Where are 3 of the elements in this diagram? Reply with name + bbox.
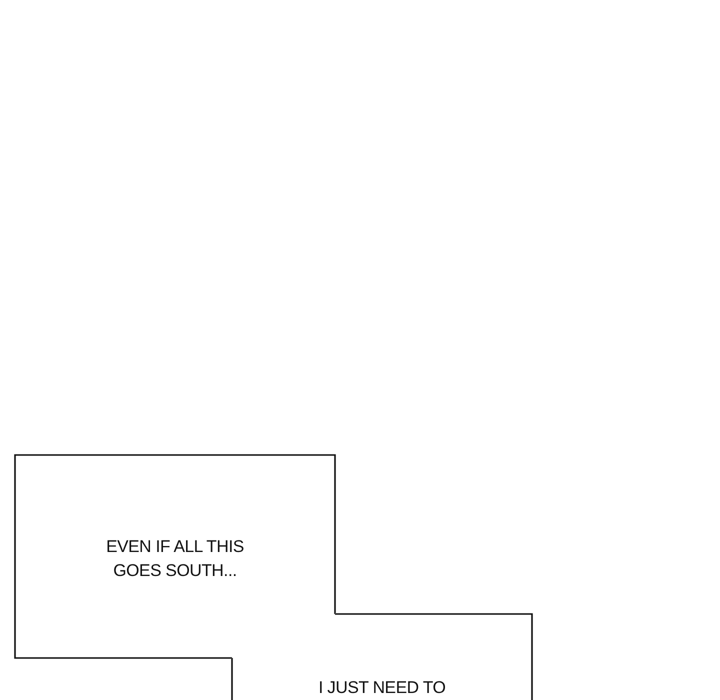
caption-text: I JUST NEED TO — [317, 677, 447, 699]
caption-text: EVEN IF ALL THIS GOES SOUTH... — [105, 536, 245, 582]
caption-panel — [15, 455, 335, 658]
